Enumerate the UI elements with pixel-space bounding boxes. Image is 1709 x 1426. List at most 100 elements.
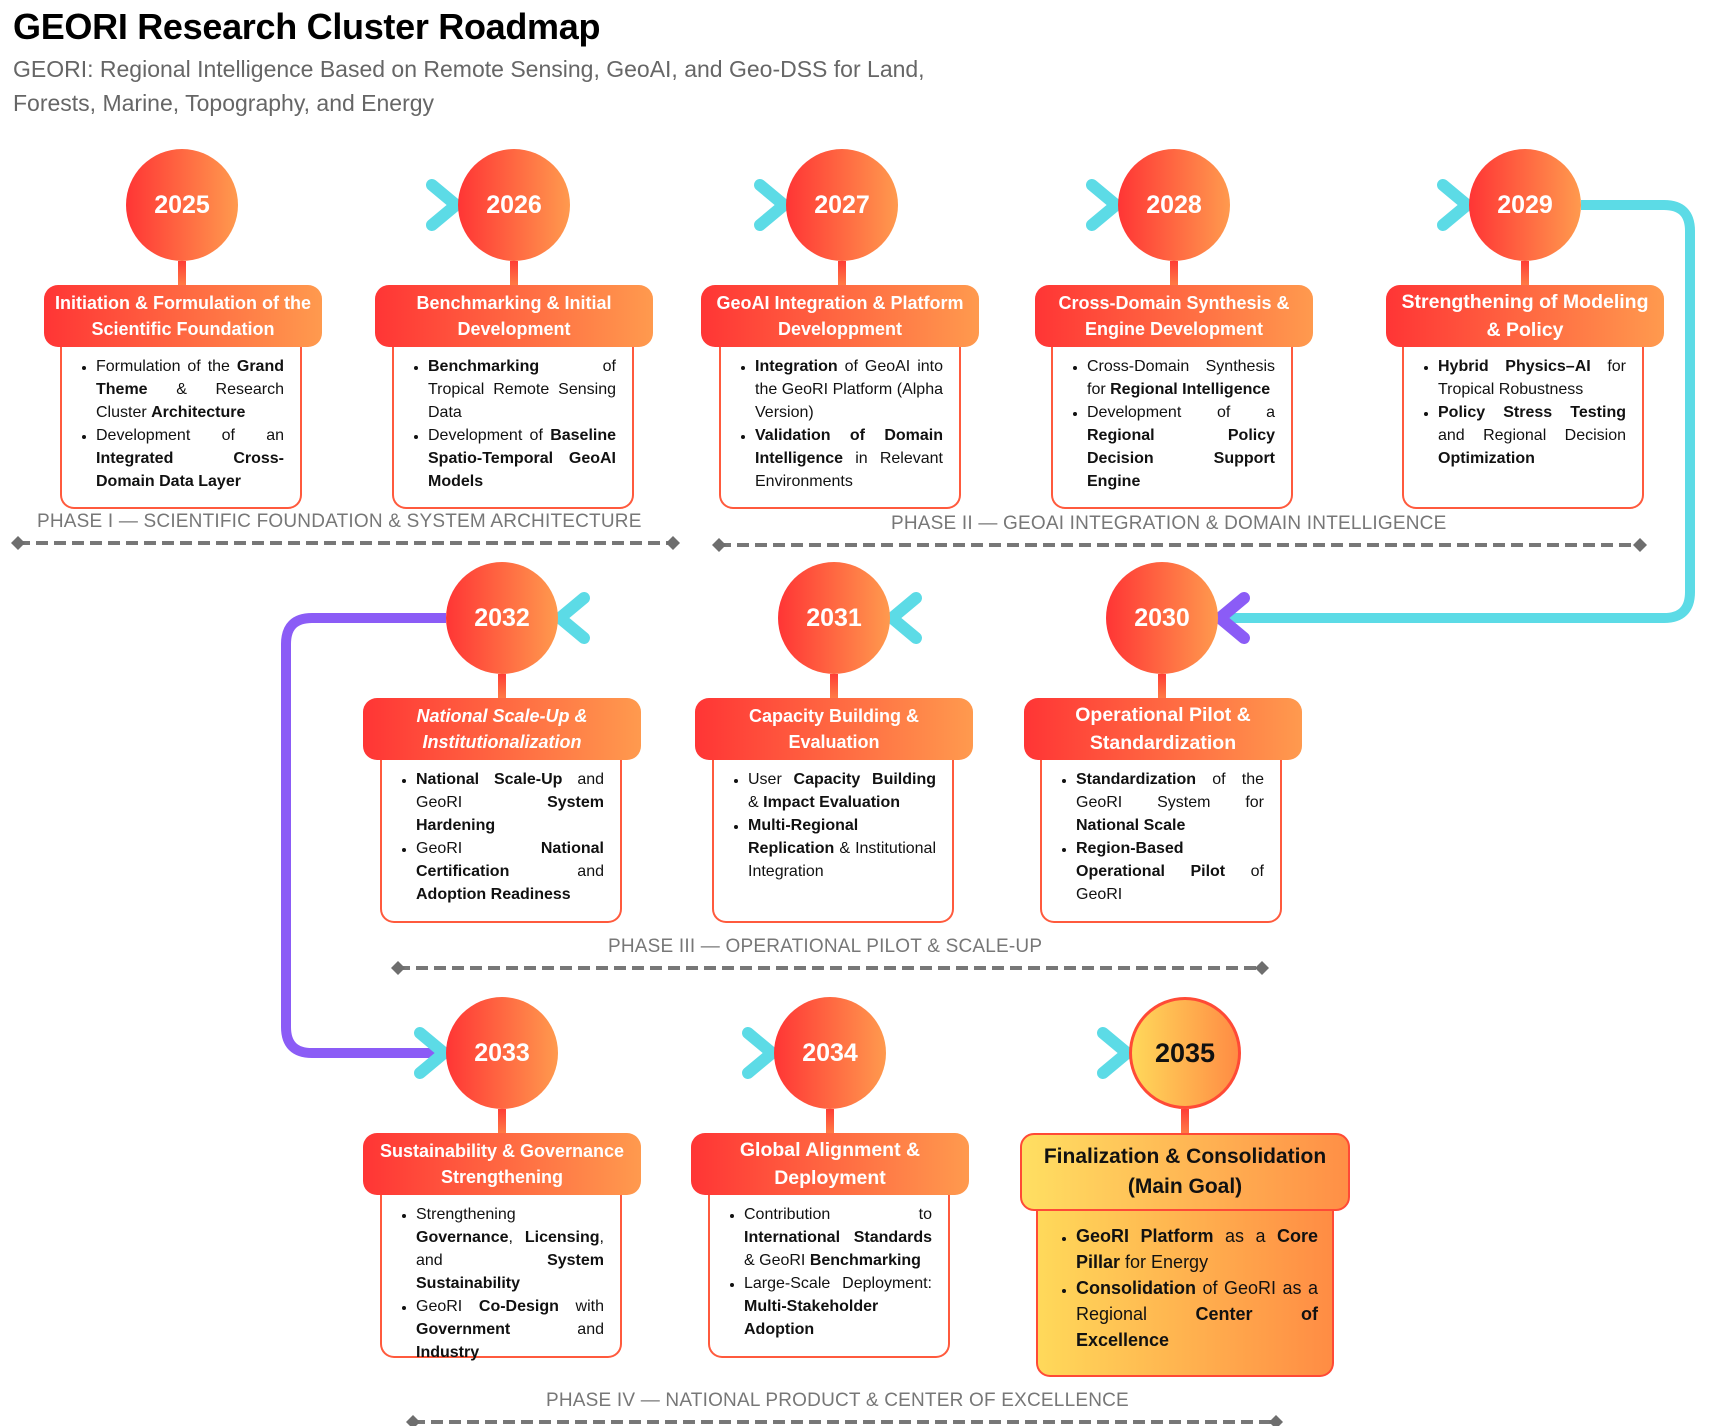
milestone-year-2029: 2029: [1469, 149, 1581, 261]
milestone-title: Global Alignment & Deployment: [691, 1133, 969, 1195]
arrow-head-icon: [1086, 179, 1122, 231]
milestone-year-2027: 2027: [786, 149, 898, 261]
phase-end-diamond-icon: [1269, 1415, 1283, 1426]
arrow-head-icon: [414, 1027, 450, 1079]
milestone-title: Initiation & Formulation of the Scientif…: [44, 285, 322, 347]
milestone-title: Strengthening of Modeling & Policy: [1386, 285, 1664, 347]
milestone-bullet-list: Hybrid Physics–AI for Tropical Robustnes…: [1416, 355, 1626, 470]
phase-end-diamond-icon: [1255, 961, 1269, 975]
milestone-bullet: GeoRI National Certification and Adoptio…: [416, 837, 604, 906]
arrow-head-icon: [742, 1027, 778, 1079]
milestone-stem: [1181, 1109, 1189, 1133]
milestone-stem: [498, 674, 506, 698]
milestone-bullet: Benchmarking of Tropical Remote Sensing …: [428, 355, 616, 424]
arrow-head-icon: [1437, 179, 1473, 231]
milestone-year-2033: 2033: [446, 997, 558, 1109]
milestone-title-text: Capacity Building & Evaluation: [748, 706, 919, 752]
milestone-bullet: Large-Scale Deployment: Multi-Stakeholde…: [744, 1272, 932, 1341]
milestone-stem: [178, 261, 186, 285]
milestone-bullet: Standardization of the GeoRI System for …: [1076, 768, 1264, 837]
arrow-head-icon: [886, 592, 922, 644]
milestone-bullet-list: User Capacity Building & Impact Evaluati…: [726, 768, 936, 883]
milestone-bullet: Development of Baseline Spatio-Temporal …: [428, 424, 616, 493]
milestone-title-text: Operational Pilot & Standardization: [1075, 704, 1251, 754]
milestone-bullet: User Capacity Building & Impact Evaluati…: [748, 768, 936, 814]
milestone-stem: [830, 674, 838, 698]
milestone-bullet-list: Benchmarking of Tropical Remote Sensing …: [406, 355, 616, 493]
phase-label: PHASE IV — NATIONAL PRODUCT & CENTER OF …: [546, 1390, 1129, 1411]
milestone-title: Finalization & Consolidation (Main Goal): [1020, 1133, 1350, 1211]
milestone-title-text: Initiation & Formulation of the Scientif…: [55, 293, 311, 339]
milestone-details: Formulation of the Grand Theme & Researc…: [60, 345, 302, 509]
milestone-details: Cross-Domain Synthesis for Regional Inte…: [1051, 345, 1293, 509]
milestone-bullet: Formulation of the Grand Theme & Researc…: [96, 355, 284, 424]
phase-end-diamond-icon: [1633, 538, 1647, 552]
milestone-bullet-list: GeoRI Platform as a Core Pillar for Ener…: [1054, 1223, 1318, 1353]
milestone-stem: [1170, 261, 1178, 285]
milestone-bullet: Contribution to International Standards …: [744, 1203, 932, 1272]
milestone-title: Benchmarking & Initial Development: [375, 285, 653, 347]
milestone-title: Operational Pilot & Standardization: [1024, 698, 1302, 760]
milestone-bullet: Development of a Regional Policy Decisio…: [1087, 401, 1275, 493]
milestone-details: Benchmarking of Tropical Remote Sensing …: [392, 345, 634, 509]
milestone-title-text: Strengthening of Modeling & Policy: [1401, 291, 1649, 341]
milestone-stem: [838, 261, 846, 285]
page-title: GEORI Research Cluster Roadmap: [13, 6, 601, 47]
milestone-title: Capacity Building & Evaluation: [695, 698, 973, 760]
milestone-bullet: Consolidation of GeoRI as a Regional Cen…: [1076, 1275, 1318, 1353]
milestone-title-text: Sustainability & Governance Strengthenin…: [379, 1141, 625, 1187]
milestone-bullet: Hybrid Physics–AI for Tropical Robustnes…: [1438, 355, 1626, 401]
milestone-details: Hybrid Physics–AI for Tropical Robustnes…: [1402, 345, 1644, 509]
milestone-title-text: GeoAI Integration & Platform Developpmen…: [716, 293, 964, 339]
arrow-head-icon: [426, 179, 462, 231]
arrow-head-icon: [554, 592, 590, 644]
milestone-bullet-list: National Scale-Up and GeoRI System Harde…: [394, 768, 604, 906]
milestone-bullet: Policy Stress Testing and Regional Decis…: [1438, 401, 1626, 470]
milestone-bullet: Cross-Domain Synthesis for Regional Inte…: [1087, 355, 1275, 401]
milestone-stem: [510, 261, 518, 285]
milestone-bullet: Integration of GeoAI into the GeoRI Plat…: [755, 355, 943, 424]
milestone-year-2025: 2025: [126, 149, 238, 261]
milestone-year-2028: 2028: [1118, 149, 1230, 261]
arrow-head-icon: [754, 179, 790, 231]
milestone-bullet-list: Cross-Domain Synthesis for Regional Inte…: [1065, 355, 1275, 493]
phase-label: PHASE II — GEOAI INTEGRATION & DOMAIN IN…: [891, 513, 1447, 534]
milestone-details: National Scale-Up and GeoRI System Harde…: [380, 758, 622, 923]
milestone-year-2031: 2031: [778, 562, 890, 674]
milestone-bullet-list: Contribution to International Standards …: [722, 1203, 932, 1341]
milestone-title: National Scale-Up & Institutionalization: [363, 698, 641, 760]
connector-turn-right: [1220, 200, 1695, 623]
milestone-bullet: Multi-Regional Replication & Institution…: [748, 814, 936, 883]
milestone-bullet: GeoRI Platform as a Core Pillar for Ener…: [1076, 1223, 1318, 1275]
milestone-year-2026: 2026: [458, 149, 570, 261]
milestone-title-text: Cross-Domain Synthesis & Engine Developm…: [1058, 293, 1290, 339]
phase-label: PHASE I — SCIENTIFIC FOUNDATION & SYSTEM…: [37, 511, 642, 532]
milestone-title: GeoAI Integration & Platform Developpmen…: [701, 285, 979, 347]
phase-end-diamond-icon: [712, 538, 726, 552]
milestone-stem: [1521, 261, 1529, 285]
arrow-head-icon: [1097, 1027, 1133, 1079]
milestone-bullet: GeoRI Co-Design with Government and Indu…: [416, 1295, 604, 1364]
milestone-title-text: National Scale-Up & Institutionalization: [416, 706, 588, 752]
milestone-bullet-list: Standardization of the GeoRI System for …: [1054, 768, 1264, 906]
phase-end-diamond-icon: [11, 536, 25, 550]
milestone-year-2034: 2034: [774, 997, 886, 1109]
milestone-year-2032: 2032: [446, 562, 558, 674]
milestone-bullet-list: Strengthening Governance, Licensing, and…: [394, 1203, 604, 1364]
milestone-bullet-list: Formulation of the Grand Theme & Researc…: [74, 355, 284, 493]
milestone-stem: [1158, 674, 1166, 698]
milestone-year-2030: 2030: [1106, 562, 1218, 674]
milestone-bullet-list: Integration of GeoAI into the GeoRI Plat…: [733, 355, 943, 493]
phase-label: PHASE III — OPERATIONAL PILOT & SCALE-UP: [608, 936, 1043, 957]
milestone-details: Standardization of the GeoRI System for …: [1040, 758, 1282, 923]
milestone-details: Contribution to International Standards …: [708, 1193, 950, 1358]
milestone-bullet: Validation of Domain Intelligence in Rel…: [755, 424, 943, 493]
milestone-title-text: Finalization & Consolidation (Main Goal): [1043, 1145, 1327, 1198]
milestone-title: Sustainability & Governance Strengthenin…: [363, 1133, 641, 1195]
phase-end-diamond-icon: [406, 1415, 420, 1426]
milestone-year-2035: 2035: [1129, 997, 1241, 1109]
milestone-details: User Capacity Building & Impact Evaluati…: [712, 758, 954, 923]
connector-turn-left: [281, 613, 446, 1058]
phase-end-diamond-icon: [666, 536, 680, 550]
